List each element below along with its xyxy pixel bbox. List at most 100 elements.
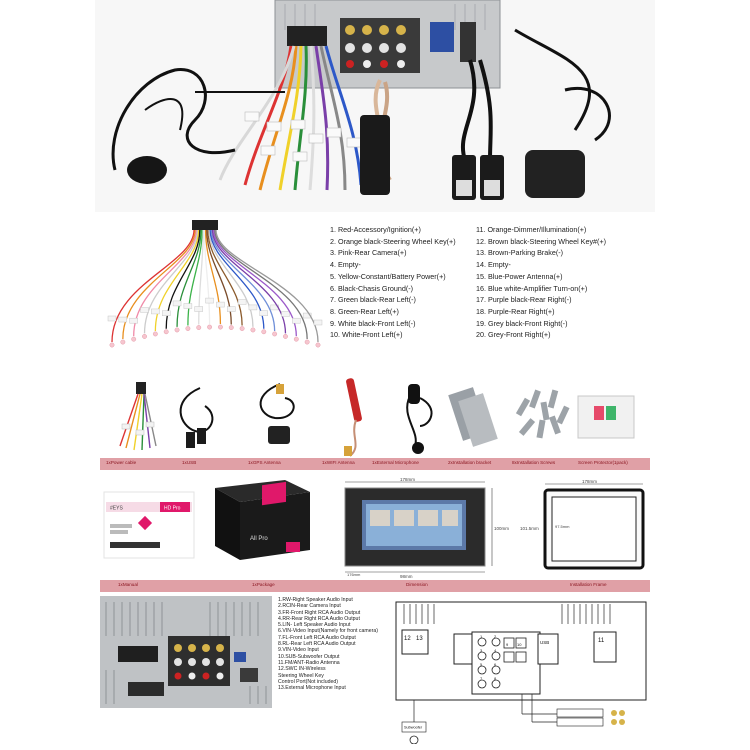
- harness-wire-end: [218, 324, 223, 330]
- harness-wire-tag: [313, 319, 323, 326]
- accessory-label: 1xGPS Antenna: [248, 460, 281, 465]
- dimension-drawing: 178mm 98mm 100mm 176mm: [344, 478, 509, 579]
- unit-height-label: 100mm: [494, 526, 509, 531]
- port-12-label: 12: [404, 636, 411, 642]
- wire-legend-item: 8. Green-Rear Left(+): [330, 306, 399, 316]
- rear-port-list: 1.RW-Right Speaker Audio Input 2.RCIN-Re…: [278, 597, 378, 691]
- manual-code: #EYS: [110, 506, 123, 512]
- harness-wire-end: [315, 342, 321, 348]
- wifi-antenna-image: [344, 378, 362, 457]
- harness-wire-end: [142, 334, 147, 339]
- harness-wire: [111, 229, 195, 343]
- port-list-item: 7.FL-Front Left RCA Audio Output: [278, 634, 356, 641]
- harness-wire-tag: [281, 311, 290, 317]
- harness-wire: [203, 229, 211, 325]
- harness-wire-end: [261, 329, 267, 335]
- unit-depth-label: 98mm: [400, 574, 413, 579]
- harness-wire: [208, 229, 254, 327]
- harness-wire: [207, 229, 243, 326]
- harness-wire-end: [163, 329, 169, 335]
- port-list-item: 10.SUB-Subwoofer Output: [278, 653, 340, 660]
- installation-frame-drawing: 178mm 101.5mm 97.5mm: [520, 479, 645, 570]
- screen-protector-image: [577, 395, 635, 439]
- harness-wire-tag: [194, 306, 203, 312]
- port-2-label: 2: [494, 634, 497, 639]
- port-list-item: 3.FR-Front Right RCA Audio Output: [278, 609, 361, 616]
- harness-wire: [198, 229, 204, 325]
- harness-wire-end: [185, 326, 191, 331]
- harness-wire-tag: [151, 308, 160, 315]
- manual-image: #EYS HD Pro: [103, 491, 195, 559]
- port-list-item: 5.LIN- Left Speaker Audio Input: [278, 622, 351, 629]
- harness-wire-end: [174, 327, 180, 333]
- port-1-label: 1: [480, 634, 483, 639]
- rear-panel-photo: [100, 596, 272, 708]
- accessory-label: 1xUSB: [182, 460, 197, 465]
- harness-wire-end: [239, 326, 245, 331]
- harness-wire-tag: [292, 317, 301, 324]
- usb-cable-image: [179, 387, 214, 448]
- gps-antenna-image: [259, 383, 295, 444]
- harness-wire-end: [250, 327, 256, 333]
- port-list-item: 6.VIN-Video Input(Namely for front camer…: [278, 628, 378, 635]
- frame-height-label: 101.5mm: [520, 526, 539, 531]
- harness-wire-end: [283, 334, 288, 339]
- wire-legend-item: 1. Red-Accessory/Ignition(+): [330, 225, 421, 234]
- harness-wire-tag: [162, 310, 171, 316]
- dimension-label: Dimension: [406, 582, 428, 587]
- harness-wire-end: [228, 325, 234, 330]
- wire-legend-item: 9. White black-Front Left(-): [330, 318, 416, 328]
- port-11-label: 11: [598, 638, 605, 644]
- accessory-label: 1xWIFI Antenna: [322, 460, 355, 465]
- manual-package-dimension-row: #EYS HD Pro All Pro 178mm 98mm: [100, 478, 650, 580]
- subwoofer-label: Subwoofer: [404, 726, 423, 730]
- wire-legend-item: 14. Empty-: [476, 260, 511, 270]
- harness-wire-tag: [216, 301, 225, 308]
- frame-width-label: 178mm: [582, 479, 597, 484]
- wire-legend-item: 11. Orange-Dimmer/Illumination(+): [476, 225, 587, 234]
- wire-legend-item: 3. Pink-Rear Camera(+): [330, 248, 407, 258]
- accessory-label: 1xPower cable: [106, 460, 137, 465]
- port-list-item: 4.RR-Rear Right RCA Audio Output: [278, 615, 360, 622]
- port-list-item: 8.RL-Rear Left RCA Audio Output: [278, 641, 356, 648]
- harness-wire-end: [304, 339, 310, 345]
- port-4-label: 4: [494, 648, 497, 653]
- wire-legend-item: 13. Brown-Parking Brake(-): [476, 248, 564, 258]
- port-list-item: Steering Wheel Key: [278, 672, 324, 679]
- accessory-label: 8xInstallation Screws: [512, 460, 556, 465]
- wire-legend-item: 2. Orange black-Steering Wheel Key(+): [330, 236, 456, 246]
- accessory-label: Screen Protector(1pack): [578, 460, 628, 465]
- wire-legend-item: 17. Purple black-Rear Right(-): [476, 295, 572, 305]
- wire-legend-item: 5. Yellow-Constant/Battery Power(+): [330, 271, 446, 281]
- harness-wire-end: [207, 324, 212, 330]
- harness-wire-end: [120, 339, 126, 345]
- harness-wire-end: [196, 325, 202, 330]
- harness-wire: [215, 229, 319, 343]
- port-list-item: Control Port(Not included): [278, 678, 338, 685]
- frame-inner-height-label: 97.5mm: [555, 524, 570, 529]
- harness-wire-tag: [140, 307, 149, 313]
- wire-legend-item: 19. Grey black-Front Right(-): [476, 318, 568, 328]
- harness-wire-tag: [129, 317, 138, 324]
- harness-wire-tag: [259, 310, 268, 316]
- harness-wire-end: [131, 336, 137, 342]
- harness-wire: [143, 229, 199, 334]
- mid-label-bar: 1xManual 1xPackage Dimension Installatio…: [100, 580, 650, 592]
- panel-width-label: 176mm: [347, 572, 361, 577]
- port-3-label: 3: [480, 648, 483, 653]
- port-10-label: 10: [517, 642, 522, 647]
- harness-wire: [204, 229, 222, 325]
- power-cable-image: [119, 382, 157, 451]
- wire-legend-right: 11. Orange-Dimmer/Illumination(+) 12. Br…: [476, 224, 606, 341]
- harness-wire: [154, 229, 200, 331]
- harness-wire-tag: [183, 303, 193, 309]
- harness-wire: [176, 229, 202, 327]
- installation-frame-label: Installation Frame: [570, 582, 607, 587]
- harness-wire: [211, 229, 287, 334]
- harness-wire-tag: [118, 316, 128, 323]
- installation-screws-image: [515, 389, 570, 439]
- accessory-label: 2xInstallation bracket: [448, 460, 492, 465]
- accessory-label: 1xExternal Microphone: [372, 460, 419, 465]
- port-list-item: 9.VIN-Video Input: [278, 647, 319, 654]
- wire-legend-left: 1. Red-Accessory/Ignition(+) 2. Orange b…: [330, 224, 456, 341]
